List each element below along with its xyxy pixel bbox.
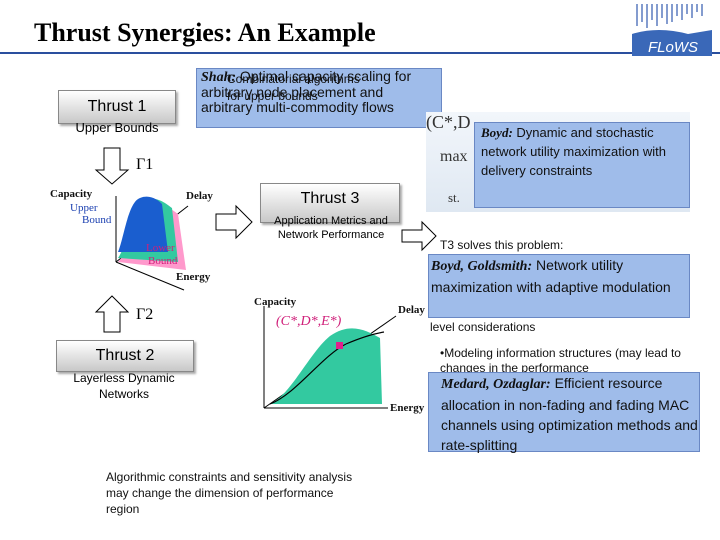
gamma2-arrow [94, 295, 130, 333]
boyd-text: Dynamic and stochastic network utility m… [481, 125, 666, 178]
thrust3-box: Thrust 3 [260, 183, 400, 223]
title-underline [0, 52, 720, 54]
flows-logo: FLoWS [632, 0, 712, 56]
region1-delay-label: Delay [186, 190, 213, 202]
region1-energy-label: Energy [176, 271, 211, 283]
region1-lower-bound-label: Bound [148, 255, 178, 267]
region1-upper-label: Upper [70, 202, 98, 214]
modeling-bullet-text: •Modeling information structures (may le… [440, 346, 681, 374]
region2-operating-point [336, 342, 343, 349]
region1-energy-axis [115, 261, 185, 291]
thrust1-title: Thrust 1 [87, 98, 147, 115]
gamma2-label: Γ2 [136, 306, 154, 323]
gamma1-arrow [94, 147, 130, 185]
right-arrow-to-solution [401, 220, 437, 252]
thrust2-title: Thrust 2 [95, 347, 155, 364]
algorithmic-constraints-text: Algorithmic constraints and sensitivity … [106, 470, 353, 516]
boyd-callout: Boyd: Dynamic and stochastic network uti… [474, 122, 690, 208]
shah-callout: Combinatorial algorithms for upper bound… [196, 68, 442, 128]
region1-upper-surface [118, 196, 168, 252]
shah-overlap-text-2: for upper bounds [227, 89, 318, 103]
region1-lower-label: Lower [146, 242, 175, 254]
shah-overlap-text-1: Combinatorial algorithms [227, 72, 360, 86]
medard-text: Efficient resource allocation in non-fad… [441, 375, 698, 453]
region2-curve-tail [345, 331, 385, 345]
thrust3-subtitle: Application Metrics and Network Performa… [274, 215, 388, 241]
formula-st: st. [448, 190, 460, 205]
region2-energy-label: Energy [390, 402, 425, 414]
region2-chart [263, 306, 397, 409]
thrust1-box: Thrust 1 [58, 90, 176, 124]
medard-ozdaglar-callout: Medard, Ozdaglar: Efficient resource all… [428, 372, 700, 453]
thrust2-subtitle: Layerless Dynamic Networks [73, 371, 175, 401]
formula-cde: (C*,D [426, 112, 471, 132]
region2-delay-label: Delay [398, 304, 425, 316]
formula-max: max [440, 148, 468, 165]
region1-capacity-label: Capacity [50, 188, 93, 200]
medard-label: Medard, Ozdaglar: [441, 377, 551, 392]
region1-chart [115, 196, 189, 291]
goldsmith-label: Boyd, Goldsmith: [431, 259, 533, 274]
goldsmith-text: Network utility maximization with adapti… [431, 257, 671, 295]
right-arrow-to-thrust3 [215, 204, 253, 240]
level-considerations-text: level considerations [430, 320, 536, 334]
thrust1-subtitle: Upper Bounds [75, 120, 159, 135]
t3-solves-text: T3 solves this problem: [440, 238, 564, 252]
boyd-label: Boyd: [481, 125, 513, 140]
region2-capacity-label: Capacity [254, 296, 297, 308]
region1-upper-bound-label: Bound [82, 214, 112, 226]
shah-label: Shah: [201, 70, 237, 85]
region2-point-label: (C*,D*,E*) [276, 314, 342, 329]
shah-text: Optimal capacity scaling for arbitrary n… [201, 68, 412, 115]
boyd-goldsmith-callout: Boyd, Goldsmith: Network utility maximiz… [428, 254, 690, 318]
thrust3-title: Thrust 3 [300, 190, 360, 207]
region2-surface [270, 328, 382, 404]
gamma1-label: Γ1 [136, 156, 154, 173]
logo-text: FLoWS [648, 39, 698, 56]
thrust2-box: Thrust 2 [56, 340, 194, 372]
slide-title: Thrust Synergies: An Example [34, 18, 376, 47]
